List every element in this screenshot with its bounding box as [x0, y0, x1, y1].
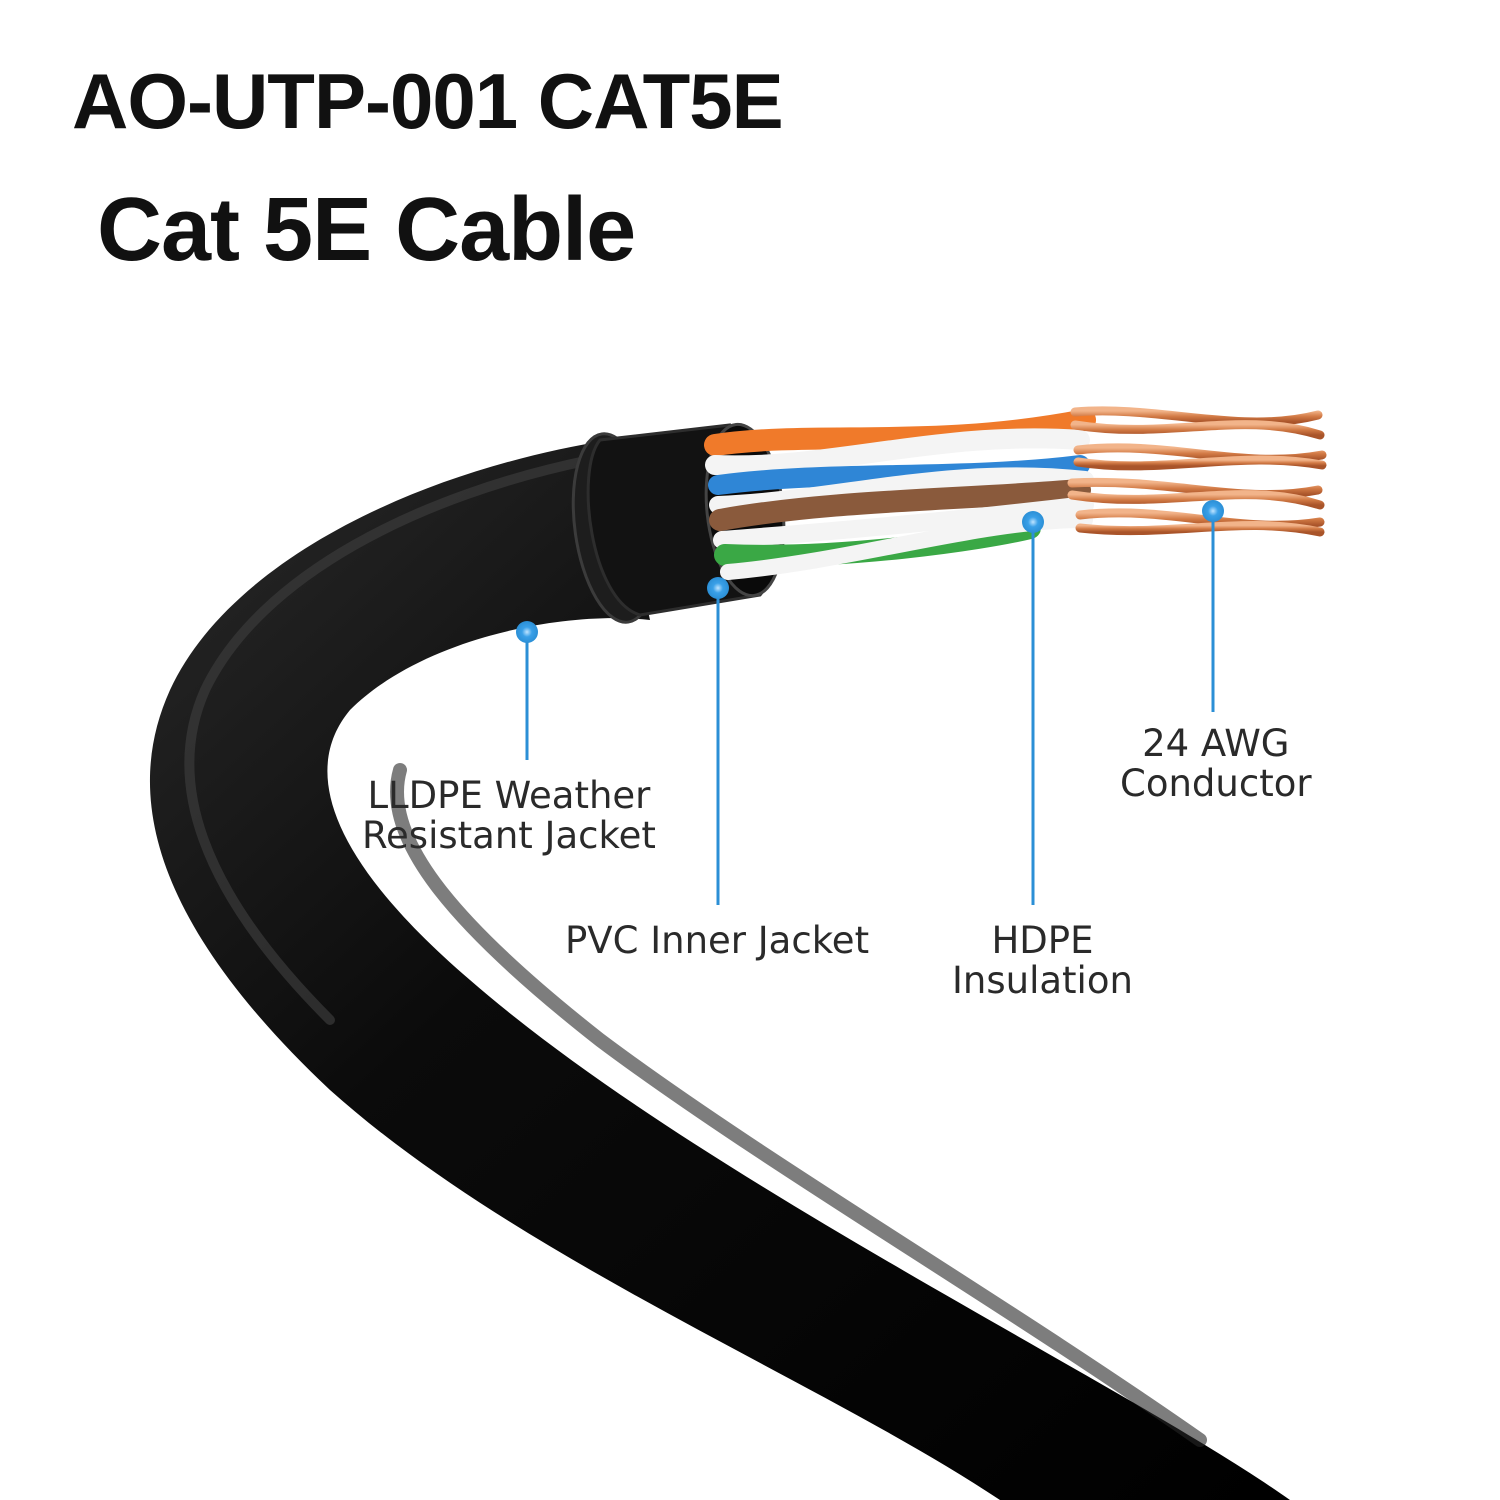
- outer-jacket-line2: Resistant Jacket: [362, 814, 656, 857]
- model-title: AO-UTP-001 CAT5E: [72, 57, 784, 145]
- conductor-dot: [1202, 500, 1224, 522]
- copper-conductors: [1067, 406, 1327, 537]
- insulation-label: HDPE Insulation: [952, 921, 1133, 1001]
- inner-jacket-line1: PVC Inner Jacket: [565, 919, 870, 962]
- conductor-line2: Conductor: [1120, 762, 1312, 805]
- product-title: Cat 5E Cable: [97, 180, 636, 280]
- twisted-pairs: [704, 409, 1096, 580]
- conductor-label: 24 AWG Conductor: [1120, 724, 1312, 804]
- outer-jacket-line1: LLDPE Weather: [367, 774, 651, 817]
- outer-jacket-dot: [516, 621, 538, 643]
- callout-dots: [516, 500, 1224, 643]
- insulation-line1: HDPE: [991, 919, 1094, 962]
- inner-jacket-label: PVC Inner Jacket: [565, 921, 869, 961]
- jacket-highlight: [184, 455, 595, 1025]
- outer-jacket: [149, 440, 1290, 1500]
- callout-lines: [525, 511, 1215, 905]
- insulation-dot: [1022, 511, 1044, 533]
- jacket-inner-highlight: [389, 763, 1207, 1447]
- inner-jacket-dot: [707, 577, 729, 599]
- insulation-line2: Insulation: [952, 959, 1133, 1002]
- outer-jacket-label: LLDPE Weather Resistant Jacket: [362, 776, 656, 856]
- conductor-line1: 24 AWG: [1142, 722, 1290, 765]
